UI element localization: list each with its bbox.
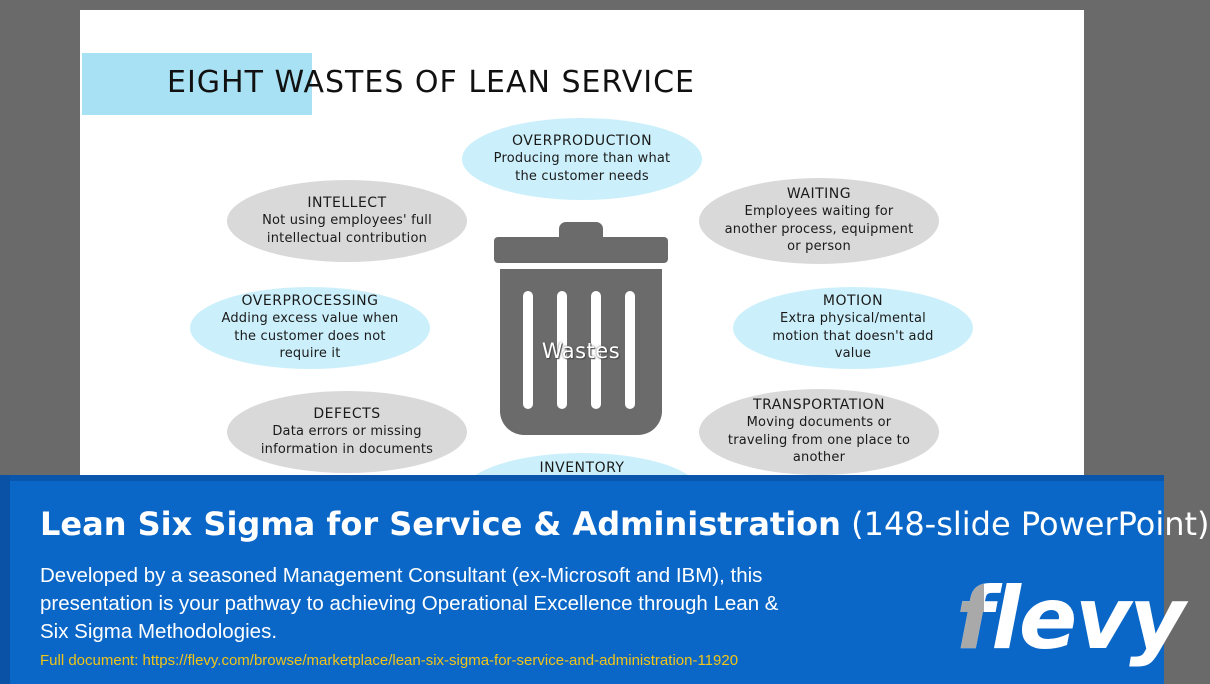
banner-title: Lean Six Sigma for Service & Administrat…: [40, 505, 1210, 543]
flevy-logo-accent: flevy: [956, 573, 1130, 665]
waste-waiting: WAITING Employees waiting for another pr…: [699, 178, 939, 264]
banner-description: Developed by a seasoned Management Consu…: [40, 564, 779, 643]
waste-defects: DEFECTS Data errors or missing informati…: [227, 391, 467, 473]
waste-description: Not using employees' full intellectual c…: [262, 213, 432, 246]
waste-description: Moving documents or traveling from one p…: [727, 415, 911, 466]
bin-slat: [591, 291, 601, 409]
waste-name: INVENTORY: [539, 460, 625, 476]
banner-title-main: Lean Six Sigma for Service & Administrat…: [40, 505, 841, 543]
waste-description: Extra physical/mental motion that doesn'…: [772, 311, 934, 362]
waste-name: DEFECTS: [313, 406, 381, 422]
waste-description: Adding excess value when the customer do…: [221, 311, 399, 362]
waste-intellect: INTELLECT Not using employees' full inte…: [227, 180, 467, 262]
waste-name: OVERPROCESSING: [241, 293, 379, 310]
promo-banner: Lean Six Sigma for Service & Administrat…: [0, 475, 1210, 684]
waste-name: MOTION: [822, 293, 884, 310]
waste-name: INTELLECT: [307, 195, 387, 211]
title-accent-bar: [82, 53, 312, 115]
waste-name: WAITING: [786, 186, 852, 203]
banner-top-line: [0, 475, 1164, 481]
bin-body: Wastes: [500, 269, 662, 435]
waste-name: OVERPRODUCTION: [511, 133, 653, 149]
bin-lid: [494, 237, 668, 263]
waste-description: Data errors or missing information in do…: [260, 424, 434, 457]
flevy-logo[interactable]: flevy: [956, 569, 1185, 669]
banner-title-suffix: (148-slide PowerPoint): [840, 505, 1210, 543]
bin-slat: [625, 291, 635, 409]
waste-description: Producing more than what the customer ne…: [493, 151, 671, 184]
bin-slat: [523, 291, 533, 409]
bin-label: Wastes: [541, 339, 621, 363]
waste-name: TRANSPORTATION: [753, 397, 885, 414]
bin-slat: [557, 291, 567, 409]
trash-bin-icon: Wastes: [493, 220, 669, 436]
slide-preview: EIGHT WASTES OF LEAN SERVICE OVERPRODUCT…: [80, 10, 1084, 535]
waste-description: Employees waiting for another process, e…: [724, 204, 914, 255]
slide-title: EIGHT WASTES OF LEAN SERVICE: [167, 65, 695, 100]
waste-motion: MOTION Extra physical/mental motion that…: [733, 287, 973, 369]
banner-left-bar: [0, 475, 10, 684]
waste-transportation: TRANSPORTATION Moving documents or trave…: [699, 389, 939, 475]
waste-overproduction: OVERPRODUCTION Producing more than what …: [462, 118, 702, 200]
waste-overprocessing: OVERPROCESSING Adding excess value when …: [190, 287, 430, 369]
full-document-link[interactable]: Full document: https://flevy.com/browse/…: [40, 652, 739, 669]
